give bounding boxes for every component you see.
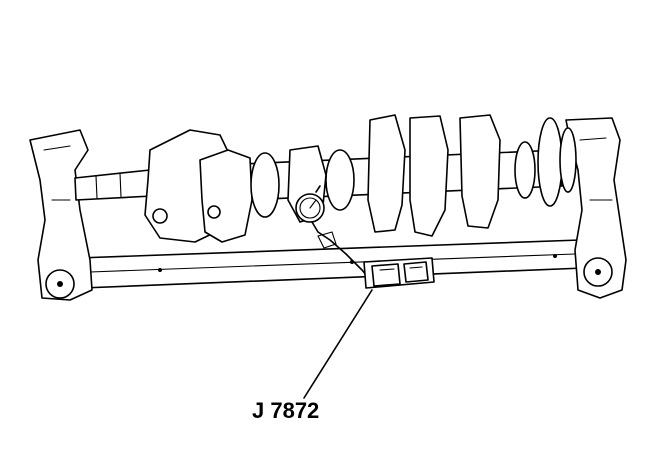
callout-leader-line xyxy=(303,289,373,399)
dial-indicator xyxy=(295,185,373,283)
left-support-stand xyxy=(29,129,93,301)
fixture-rail xyxy=(77,239,585,289)
crankshaft xyxy=(74,114,577,243)
right-support-stand xyxy=(565,117,627,299)
magnetic-base-tool xyxy=(363,257,435,289)
tool-callout-label: J 7872 xyxy=(252,398,320,423)
